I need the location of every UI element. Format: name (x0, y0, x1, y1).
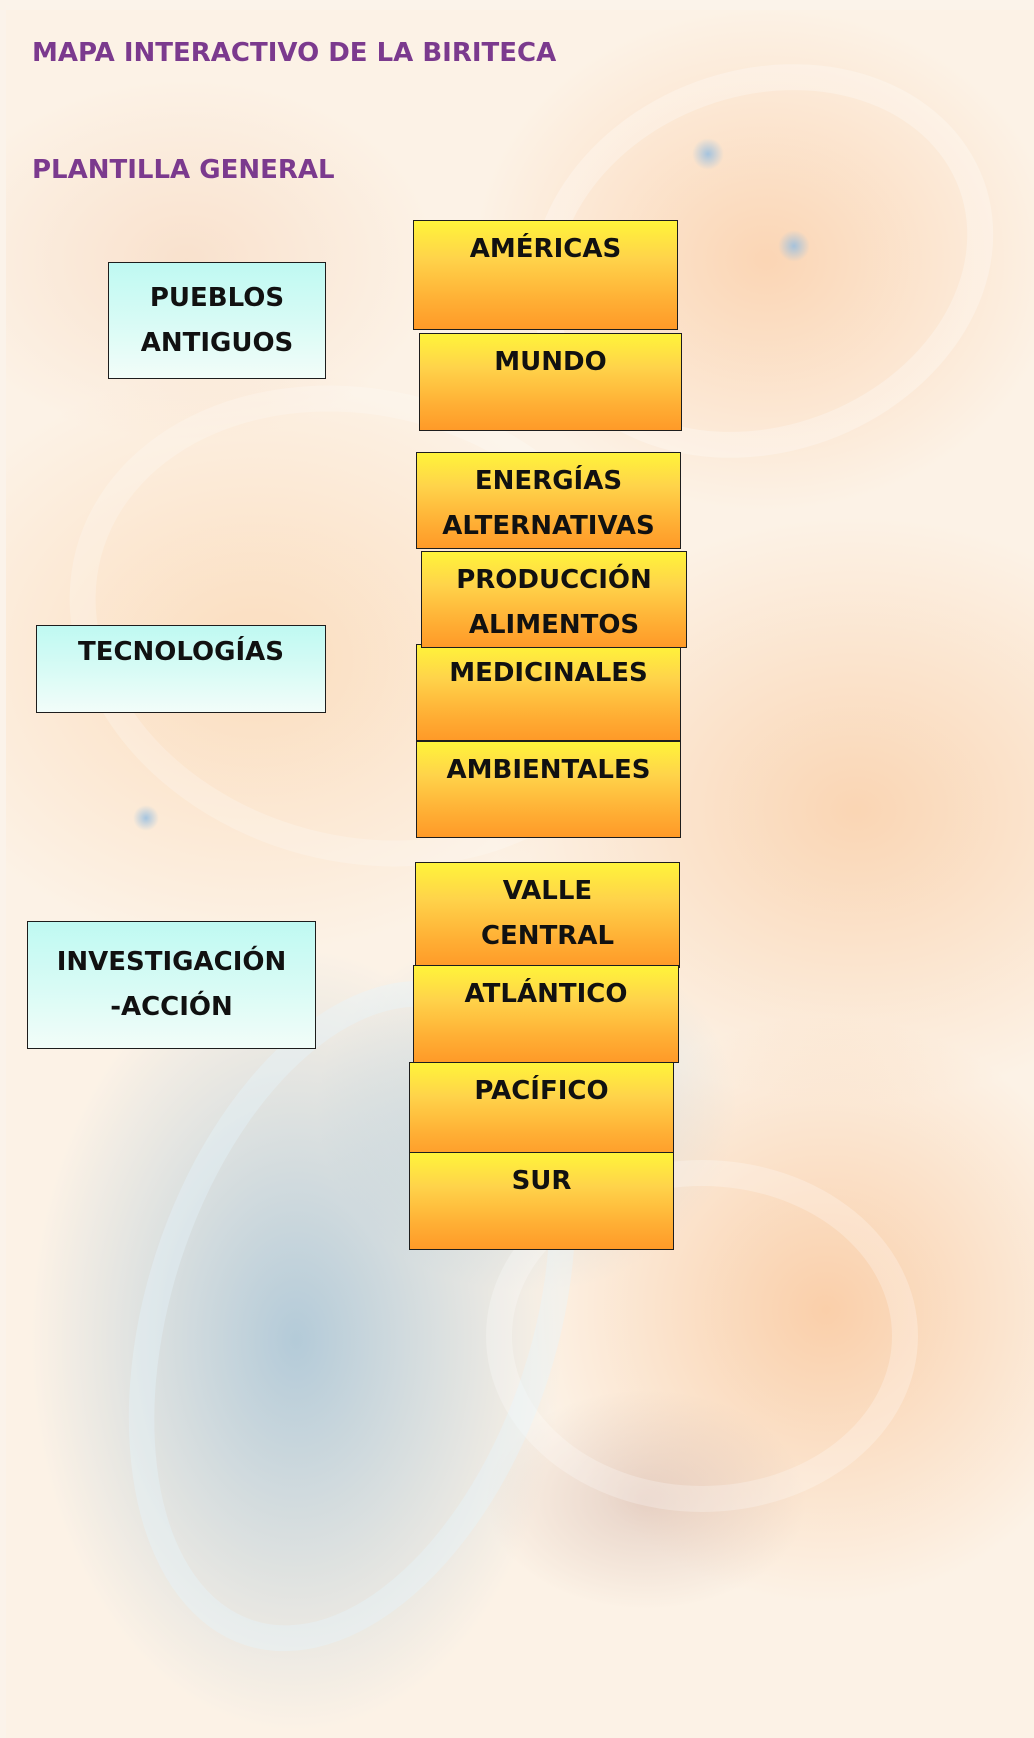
topic-box-atlantico[interactable]: ATLÁNTICO (413, 965, 679, 1063)
topic-label-line: AMÉRICAS (469, 234, 622, 264)
topic-label-line: SUR (511, 1166, 572, 1196)
category-label: TECNOLOGÍAS (78, 630, 284, 675)
page-title: MAPA INTERACTIVO DE LA BIRITECA (32, 38, 557, 68)
category-label-line: INVESTIGACIÓN (56, 947, 287, 977)
background-dot (692, 138, 724, 170)
topic-box-produccion-alimentos[interactable]: PRODUCCIÓN ALIMENTOS (421, 551, 687, 648)
topic-box-medicinales[interactable]: MEDICINALES (416, 644, 681, 741)
category-label-line: TECNOLOGÍAS (77, 637, 285, 667)
topic-label: MEDICINALES (449, 651, 648, 696)
category-box-investigacion-accion[interactable]: INVESTIGACIÓN -ACCIÓN (27, 921, 316, 1049)
topic-box-ambientales[interactable]: AMBIENTALES (416, 741, 681, 838)
topic-label: SUR (512, 1159, 572, 1204)
topic-label: ENERGÍAS ALTERNATIVAS (442, 459, 655, 548)
topic-label: AMÉRICAS (470, 227, 621, 272)
topic-label: PACÍFICO (474, 1069, 608, 1114)
category-label-line: PUEBLOS (149, 282, 285, 313)
topic-label-line: PACÍFICO (474, 1076, 609, 1106)
topic-label-line: AMBIENTALES (446, 755, 651, 785)
category-label-line: ANTIGUOS (140, 327, 294, 358)
category-box-tecnologias[interactable]: TECNOLOGÍAS (36, 625, 326, 713)
topic-box-americas[interactable]: AMÉRICAS (413, 220, 678, 330)
topic-box-sur[interactable]: SUR (409, 1152, 674, 1250)
topic-label-line: ALIMENTOS (468, 610, 640, 640)
topic-label-line: PRODUCCIÓN (456, 565, 652, 595)
background-dot (133, 805, 159, 831)
topic-label: VALLE CENTRAL (481, 869, 614, 959)
topic-box-valle-central[interactable]: VALLE CENTRAL (415, 862, 680, 968)
topic-label: MUNDO (494, 340, 606, 385)
category-label-line: -ACCIÓN (110, 992, 233, 1022)
topic-label-line: MUNDO (494, 347, 607, 377)
topic-label-line: ALTERNATIVAS (442, 511, 655, 541)
topic-label: PRODUCCIÓN ALIMENTOS (456, 558, 652, 647)
background-dot (778, 230, 810, 262)
topic-box-pacifico[interactable]: PACÍFICO (409, 1062, 674, 1160)
category-label: PUEBLOS ANTIGUOS (141, 276, 294, 366)
topic-box-energias-alternativas[interactable]: ENERGÍAS ALTERNATIVAS (416, 452, 681, 549)
category-box-pueblos-antiguos[interactable]: PUEBLOS ANTIGUOS (108, 262, 326, 379)
topic-label-line: VALLE (502, 876, 593, 906)
topic-label-line: ATLÁNTICO (464, 979, 628, 1009)
topic-label-line: MEDICINALES (449, 658, 648, 688)
category-label: INVESTIGACIÓN -ACCIÓN (57, 940, 287, 1030)
topic-box-mundo[interactable]: MUNDO (419, 333, 682, 431)
topic-label: AMBIENTALES (447, 748, 651, 793)
topic-label: ATLÁNTICO (465, 972, 628, 1017)
topic-label-line: CENTRAL (480, 921, 615, 951)
page-subtitle: PLANTILLA GENERAL (32, 155, 335, 185)
topic-label-line: ENERGÍAS (474, 466, 623, 496)
